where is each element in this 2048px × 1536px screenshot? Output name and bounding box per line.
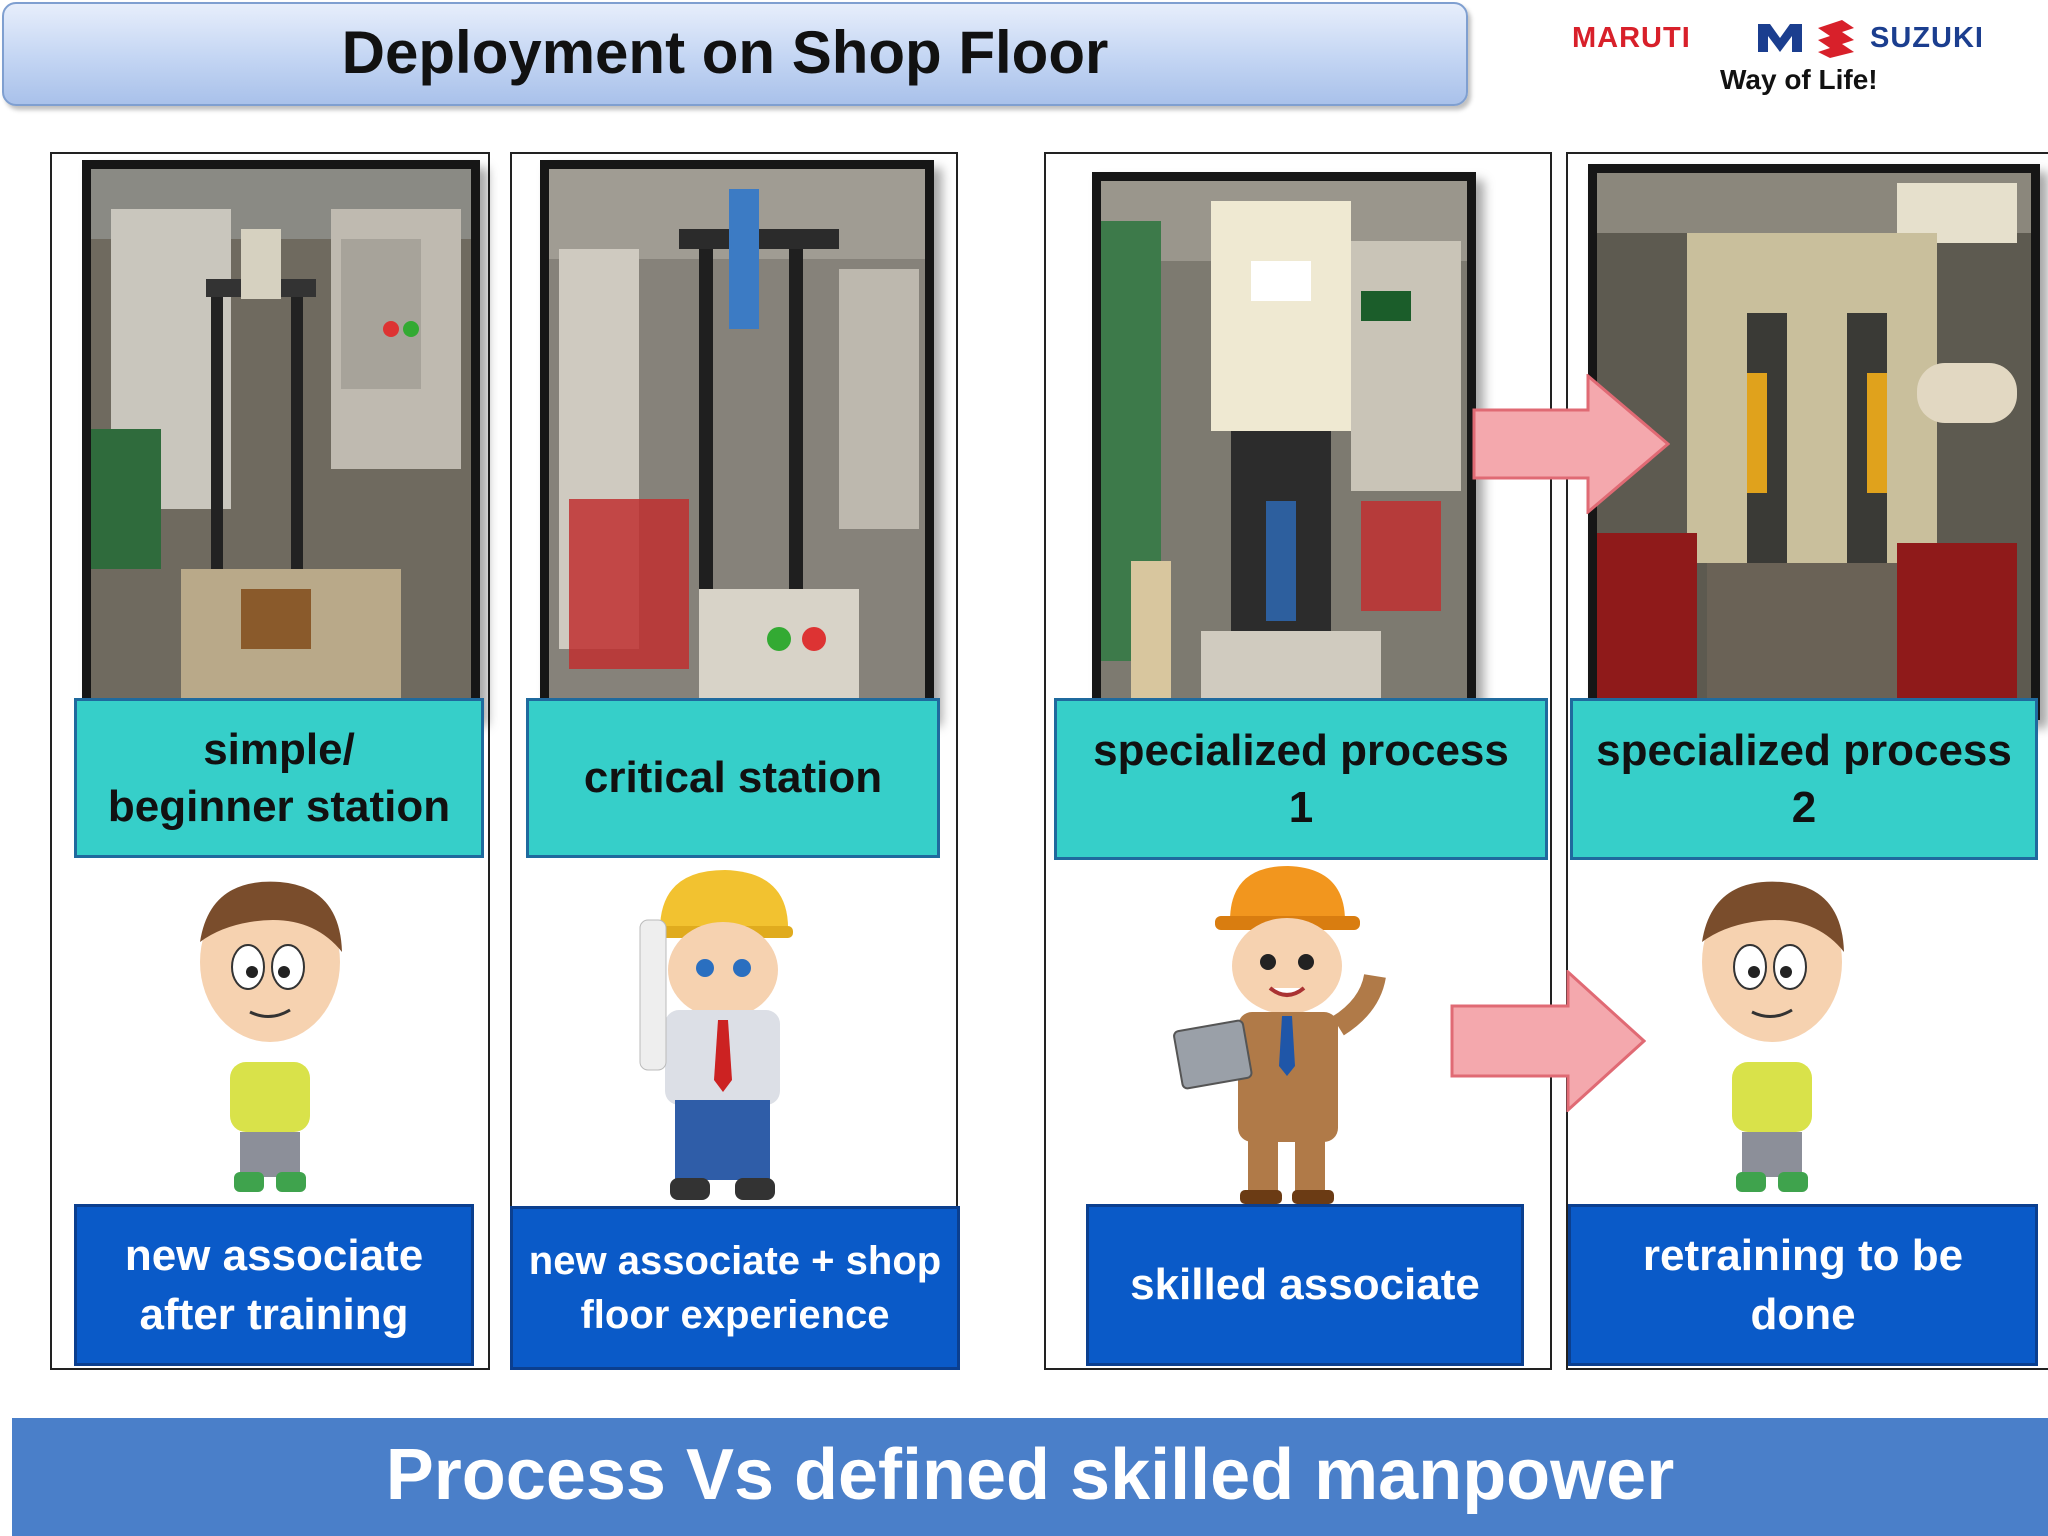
machine-photo-4 bbox=[1588, 164, 2040, 720]
station-label-1: simple/ beginner station bbox=[74, 698, 484, 858]
right-arrow-icon-process bbox=[1472, 374, 1670, 514]
page-title: Deployment on Shop Floor bbox=[341, 19, 1109, 86]
logo-brand-right: SUZUKI bbox=[1870, 22, 1984, 54]
banner-text: Process Vs defined skilled manpower bbox=[385, 1435, 1675, 1515]
worker-hardhat-icon bbox=[630, 860, 810, 1205]
station-label-4: specialized process 2 bbox=[1570, 698, 2038, 860]
associate-label-3: skilled associate bbox=[1086, 1204, 1524, 1366]
boy-icon bbox=[170, 872, 370, 1202]
maruti-logo-mark-icon bbox=[1758, 24, 1802, 52]
logo-brand-left: MARUTI bbox=[1572, 22, 1691, 54]
associate-label-1: new associate after training bbox=[74, 1204, 474, 1366]
machine-photo-3 bbox=[1092, 172, 1476, 720]
station-label-2: critical station bbox=[526, 698, 940, 858]
associate-label-4: retraining to be done bbox=[1568, 1204, 2038, 1366]
station-label-3: specialized process 1 bbox=[1054, 698, 1548, 860]
boy-icon-retrain bbox=[1672, 872, 1872, 1202]
logo-tagline: Way of Life! bbox=[1720, 64, 1878, 95]
machine-photo-2 bbox=[540, 160, 934, 718]
title-box: Deployment on Shop Floor bbox=[2, 2, 1468, 106]
engineer-laptop-icon bbox=[1170, 856, 1400, 1204]
suzuki-s-mark-icon bbox=[1818, 20, 1854, 58]
associate-label-2: new associate + shop floor experience bbox=[510, 1206, 960, 1370]
bottom-banner: Process Vs defined skilled manpower bbox=[12, 1418, 2048, 1536]
machine-photo-1 bbox=[82, 160, 480, 718]
right-arrow-icon-associate bbox=[1450, 970, 1646, 1112]
maruti-suzuki-logo: MARUTI SUZUKI Way of Life! bbox=[1572, 14, 2048, 104]
